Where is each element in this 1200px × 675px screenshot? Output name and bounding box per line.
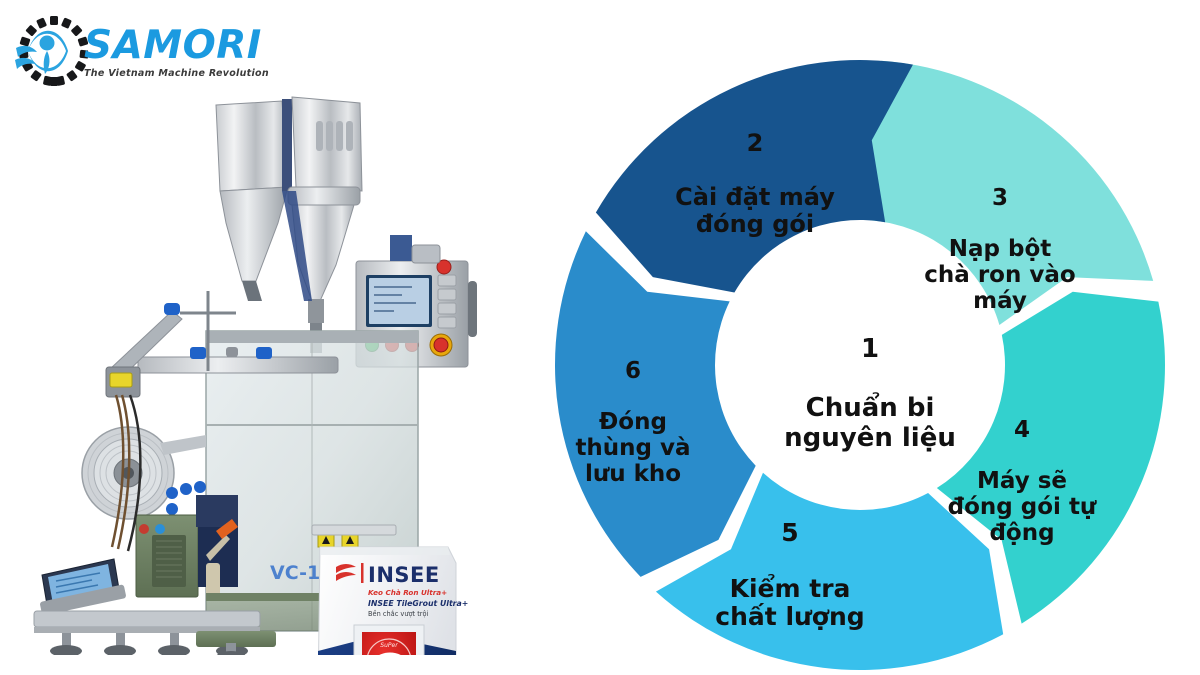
brand-logo: SAMORI The Vietnam Machine Revolution [14, 14, 269, 96]
package-emblem-text: SuPer [380, 642, 398, 649]
cycle-center-label: 1 Chuẩn bi nguyên liệu [720, 305, 1020, 453]
package-line3: Bền chắc vượt trội [368, 609, 429, 618]
cycle-segment-3[interactable] [936, 291, 1165, 624]
cycle-center-disc [721, 226, 999, 504]
cycle-segment-4[interactable] [655, 472, 1004, 670]
package-line2: INSEE TileGrout Ultra+ [368, 599, 468, 608]
product-package: INSEE Keo Chà Ron Ultra+ INSEE TileGrout… [317, 546, 468, 675]
center-number: 1 [860, 333, 880, 364]
brand-tagline: The Vietnam Machine Revolution [84, 68, 269, 79]
process-cycle-diagram: 2 Cài đặt máy đóng gói 3 Nạp bột chà ron… [530, 55, 1190, 675]
cycle-segment-5[interactable] [555, 231, 756, 577]
cycle-segment-2[interactable] [848, 60, 1154, 326]
package-brand: INSEE [368, 563, 440, 587]
brand-logo-text: SAMORI The Vietnam Machine Revolution [84, 23, 269, 79]
gear-leaf-logo-icon [14, 14, 90, 88]
process-cycle-svg [555, 59, 1165, 670]
center-text: Chuẩn bi nguyên liệu [784, 392, 956, 453]
package-line1: Keo Chà Ron Ultra+ [368, 588, 447, 597]
machine-model-label: VC-1 [270, 562, 320, 584]
brand-name: SAMORI [84, 23, 262, 68]
cycle-segment-6[interactable] [595, 59, 913, 293]
packaging-machine-photo: VC-1 INSEE Keo Chà Ron U [20, 95, 520, 675]
